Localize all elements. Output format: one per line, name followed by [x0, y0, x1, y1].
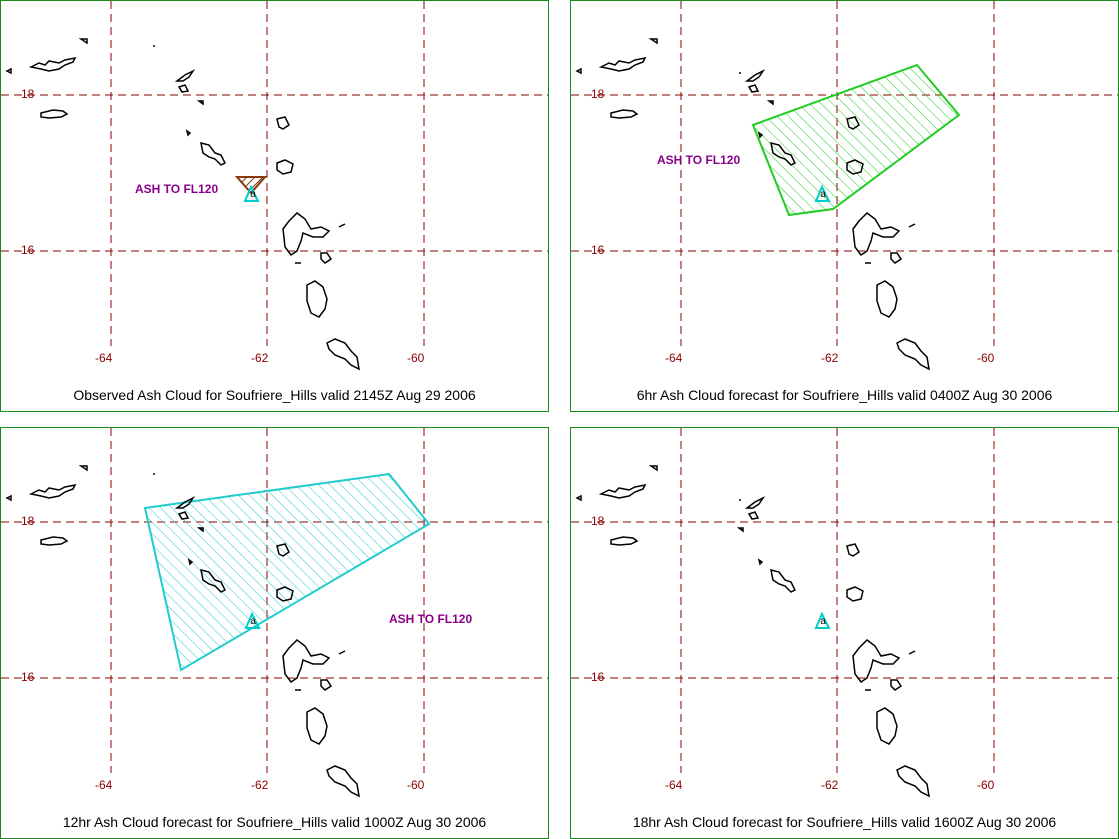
panel-caption: Observed Ash Cloud for Soufriere_Hills v…: [73, 387, 476, 403]
ash-cloud-polygon: [751, 63, 961, 217]
lon-label-64: -64: [665, 778, 683, 792]
lon-label-62: -62: [821, 778, 839, 792]
grid-lines: [1, 1, 548, 346]
lon-label-64: -64: [95, 778, 113, 792]
coastlines: [575, 38, 930, 371]
lat-label-18: 18: [21, 514, 35, 528]
map-canvas: a: [1, 1, 548, 371]
ash-label: ASH TO FL120: [657, 153, 741, 167]
svg-text:a: a: [250, 616, 256, 627]
lat-label-16: 16: [591, 243, 605, 257]
coastlines: [5, 465, 360, 798]
svg-text:a: a: [820, 616, 826, 627]
lon-label-60: -60: [407, 778, 425, 792]
panel-caption: 12hr Ash Cloud forecast for Soufriere_Hi…: [62, 814, 487, 830]
lat-label-16: 16: [21, 243, 35, 257]
grid-lines: [571, 428, 1118, 773]
map-panel-12hr: a 18 16 -64 -62 -60 ASH TO FL120 12hr As…: [0, 427, 549, 839]
coastlines: [5, 38, 360, 371]
panel-caption: 6hr Ash Cloud forecast for Soufriere_Hil…: [636, 387, 1053, 403]
volcano-triangle-icon: [814, 611, 831, 629]
ash-label: ASH TO FL120: [135, 182, 219, 196]
lon-label-62: -62: [821, 351, 839, 365]
lat-label-18: 18: [591, 514, 605, 528]
lon-label-62: -62: [251, 351, 269, 365]
lon-label-62: -62: [251, 778, 269, 792]
lat-label-18: 18: [591, 87, 605, 101]
lon-label-64: -64: [665, 351, 683, 365]
lat-label-18: 18: [21, 87, 35, 101]
lon-label-60: -60: [977, 351, 995, 365]
svg-text:a: a: [250, 189, 256, 200]
ash-cloud-polygon: [143, 472, 431, 672]
lat-label-16: 16: [21, 670, 35, 684]
volcano-triangle-icon: [243, 184, 260, 202]
map-panel-18hr: a 18 16 -64 -62 -60 18hr Ash Cloud forec…: [570, 427, 1119, 839]
map-canvas: a: [1, 428, 548, 798]
svg-text:a: a: [820, 189, 826, 200]
map-panel-6hr: a 18 16 -64 -62 -60 ASH TO FL120 6hr Ash…: [570, 0, 1119, 412]
lat-label-16: 16: [591, 670, 605, 684]
map-panel-observed: a 18 16 -64 -62 -60 ASH TO FL120 Observe…: [0, 0, 549, 412]
volcano-triangle-icon: [244, 611, 261, 629]
map-canvas: a: [571, 428, 1118, 798]
volcano-triangle-icon: [814, 184, 831, 202]
lon-label-60: -60: [407, 351, 425, 365]
coastlines: [575, 465, 930, 798]
ash-label: ASH TO FL120: [389, 612, 473, 626]
map-canvas: a: [571, 1, 1118, 371]
lon-label-60: -60: [977, 778, 995, 792]
lon-label-64: -64: [95, 351, 113, 365]
panel-caption: 18hr Ash Cloud forecast for Soufriere_Hi…: [632, 814, 1057, 830]
